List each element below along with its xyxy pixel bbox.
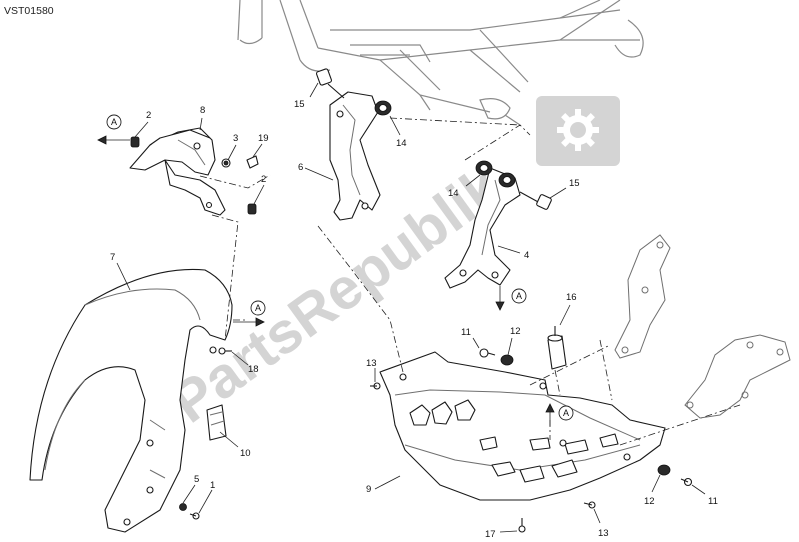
grommet-part-12-mid xyxy=(500,337,514,366)
screw-part-1 xyxy=(189,489,213,520)
callout-18: 18 xyxy=(248,364,259,375)
grommet-part-12-low xyxy=(651,464,671,493)
ref-letter: A xyxy=(111,117,117,127)
callout-12-mid: 12 xyxy=(510,326,521,337)
ref-arrow-a-4: A xyxy=(545,403,574,426)
callout-15-mid: 15 xyxy=(569,178,580,189)
callout-10: 10 xyxy=(240,448,251,459)
callout-11-mid: 11 xyxy=(461,327,471,338)
clip-part-19 xyxy=(246,143,263,169)
sump-guard-part-9 xyxy=(379,351,666,501)
engine-mount-right-upper xyxy=(614,234,671,359)
callout-8: 8 xyxy=(200,105,205,116)
screw-part-17 xyxy=(499,518,526,533)
bracket-part-4 xyxy=(444,167,521,289)
bolt-part-15-top xyxy=(309,68,345,99)
callout-1: 1 xyxy=(210,480,215,491)
screw-part-13-low xyxy=(583,501,601,524)
callout-16: 16 xyxy=(566,292,577,303)
reflector-part-10 xyxy=(206,404,239,448)
callout-15-top: 15 xyxy=(294,99,305,110)
callout-4: 4 xyxy=(524,250,529,261)
callout-2-mid: 2 xyxy=(261,174,266,185)
callout-12-low: 12 xyxy=(644,496,655,507)
callout-5: 5 xyxy=(194,474,199,485)
callout-9: 9 xyxy=(366,484,371,495)
callout-14-mid: 14 xyxy=(448,188,459,199)
callout-2-top: 2 xyxy=(146,110,151,121)
bushing-part-14-top xyxy=(374,100,401,136)
ref-arrow-a-2: A xyxy=(233,300,266,327)
screw-part-13-left xyxy=(370,368,381,390)
bolt-part-15-mid xyxy=(519,187,567,210)
clip-part-2-mid xyxy=(247,184,265,215)
clip-part-2-top xyxy=(130,121,149,148)
ref-letter: A xyxy=(516,291,522,301)
frame-tubes xyxy=(237,0,644,126)
screw-part-18 xyxy=(218,347,249,366)
headlight-bracket-part-8 xyxy=(129,127,226,216)
screw-part-11-low xyxy=(680,477,706,495)
bushing-part-14-mid xyxy=(465,160,516,188)
bracket-part-6 xyxy=(329,91,381,221)
callout-7: 7 xyxy=(110,252,115,263)
diagram-code-label: VST01580 xyxy=(4,5,54,17)
gear-icon xyxy=(536,96,620,166)
screw-part-11-mid xyxy=(472,337,496,358)
washer-part-5 xyxy=(179,484,196,511)
callout-14-top: 14 xyxy=(396,138,407,149)
callout-11-low: 11 xyxy=(708,496,718,507)
ref-letter: A xyxy=(563,408,569,418)
ref-arrow-a-1: A xyxy=(97,114,130,145)
spacer-part-16 xyxy=(547,304,571,370)
ref-letter: A xyxy=(255,303,261,313)
callout-19: 19 xyxy=(258,133,269,144)
callout-6: 6 xyxy=(298,162,303,173)
callout-13-left: 13 xyxy=(366,358,377,369)
callout-labels: 2 8 3 19 2 15 14 6 14 15 4 7 18 10 5 1 1… xyxy=(110,99,718,540)
nut-part-3 xyxy=(221,144,237,168)
callout-3: 3 xyxy=(233,133,238,144)
callout-13-low: 13 xyxy=(598,528,609,539)
ref-arrow-a-3: A xyxy=(495,286,527,311)
front-mudguard-part-7 xyxy=(29,268,233,533)
engine-mount-right-lower xyxy=(684,334,791,419)
callout-17: 17 xyxy=(485,529,496,540)
